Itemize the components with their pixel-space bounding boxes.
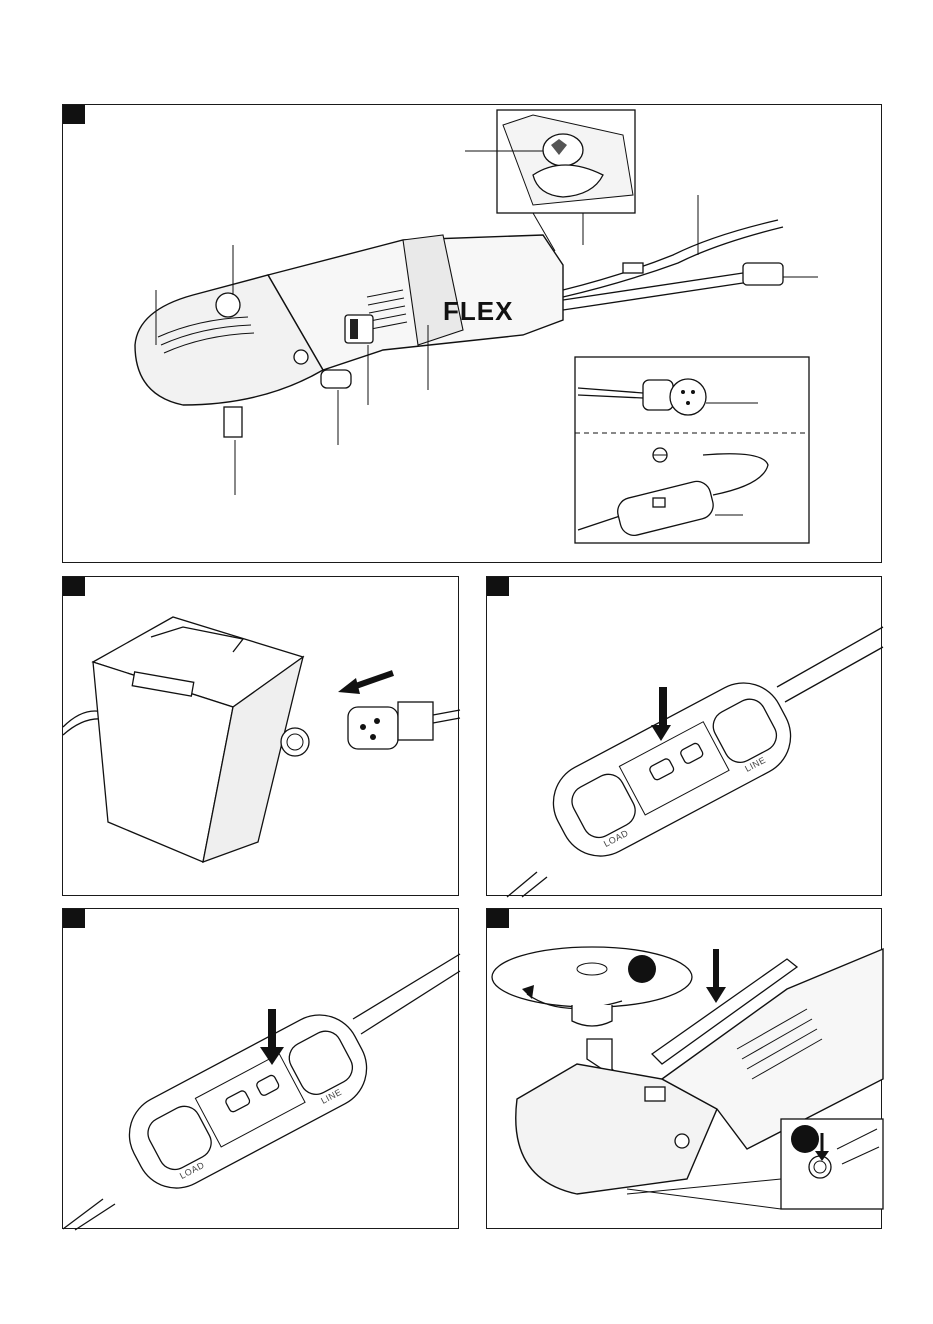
prcd-test-illustration: LOAD LINE xyxy=(487,577,883,897)
figure-prcd-test: LOAD LINE xyxy=(486,576,882,896)
backing-pad xyxy=(492,947,692,1026)
figure-overview: FLEX xyxy=(62,104,882,563)
brand-logo: FLEX xyxy=(443,296,513,326)
side-handle xyxy=(321,370,351,388)
spindle xyxy=(224,407,242,437)
figure-pad-mounting xyxy=(486,908,882,1229)
arrow-left-icon xyxy=(353,673,393,687)
on-off-switch xyxy=(345,315,373,343)
transformer-illustration xyxy=(63,577,460,897)
figure-prcd-reset: LOAD LINE xyxy=(62,908,459,1229)
pad-mounting-illustration xyxy=(487,909,883,1230)
overview-illustration: FLEX xyxy=(63,105,883,564)
callout-circle-icon xyxy=(791,1125,819,1153)
isolation-transformer xyxy=(93,617,309,862)
prcd-reset-illustration: LOAD LINE xyxy=(63,909,460,1230)
figure-transformer-connect xyxy=(62,576,459,896)
arrow-down-icon xyxy=(713,949,719,989)
cable-plug-end xyxy=(743,263,783,285)
spindle-lock-button xyxy=(216,293,240,317)
arrow-down-icon xyxy=(659,687,667,727)
prcd-unit: LOAD LINE xyxy=(539,669,804,870)
prcd-unit: LOAD LINE xyxy=(115,1001,380,1202)
cee-plug-connector xyxy=(348,702,433,749)
callout-circle-icon xyxy=(628,955,656,983)
arrow-down-icon xyxy=(268,1009,276,1049)
